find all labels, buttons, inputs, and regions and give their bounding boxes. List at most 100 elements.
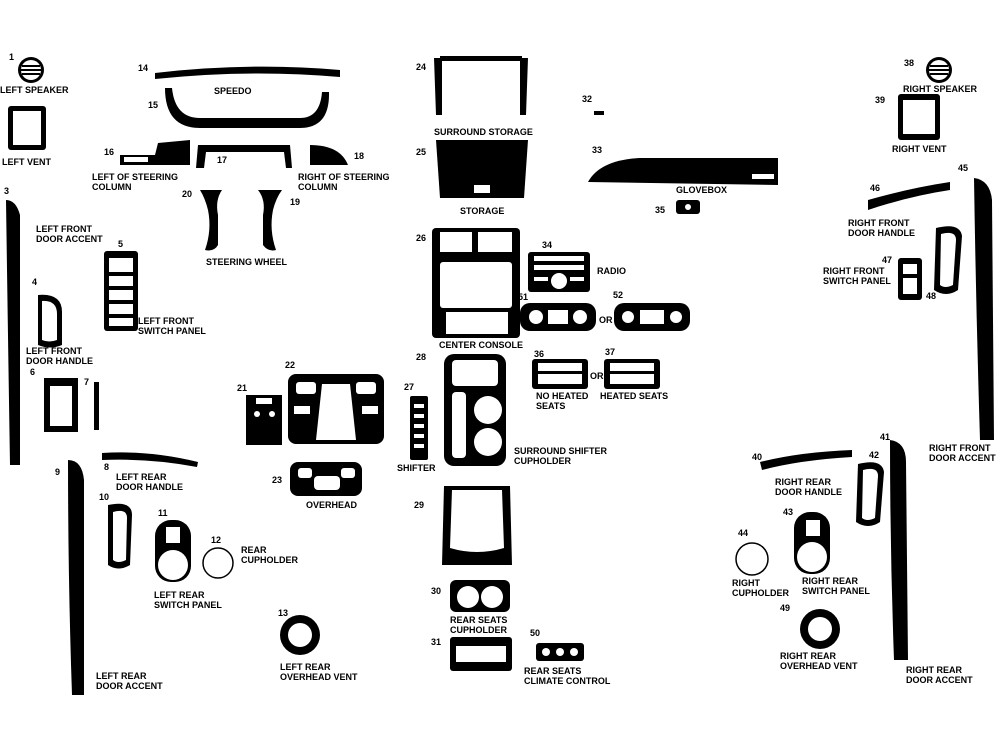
part-42-right-rear-door-handle	[856, 462, 884, 526]
number-30: 30	[431, 586, 442, 596]
label-left-front-switch-panel: LEFT FRONT SWITCH PANEL	[138, 316, 206, 336]
part-10-left-rear-door-handle-trim	[108, 503, 132, 569]
number-29: 29	[414, 500, 425, 510]
part-11-left-rear-switch-panel	[155, 520, 191, 582]
part-34-radio	[528, 252, 590, 292]
number-47: 47	[882, 255, 893, 265]
number-24: 24	[416, 62, 427, 72]
label-right-cupholder: RIGHT CUPHOLDER	[732, 578, 790, 598]
number-20: 20	[182, 189, 193, 199]
part-45-right-front-door-accent	[974, 178, 994, 440]
part-32	[594, 111, 604, 115]
number-42: 42	[869, 450, 880, 460]
label-rear-cupholder: REAR CUPHOLDER	[241, 545, 299, 565]
part-22	[288, 374, 384, 444]
label-right-front-switch-panel: RIGHT FRONT SWITCH PANEL	[823, 266, 891, 286]
label-speedo: SPEEDO	[214, 86, 252, 96]
part-14	[155, 66, 340, 79]
number-32: 32	[582, 94, 593, 104]
part-17	[196, 145, 292, 168]
label-steering-wheel: STEERING WHEEL	[206, 257, 288, 267]
number-7: 7	[84, 377, 90, 387]
label-left-rear-overhead-vent: LEFT REAR OVERHEAD VENT	[280, 662, 358, 682]
part-51	[520, 303, 596, 331]
label-left-of-steering-column: LEFT OF STEERING COLUMN	[92, 172, 179, 192]
label-storage: STORAGE	[460, 206, 505, 216]
number-41: 41	[880, 432, 891, 442]
number-17: 17	[217, 155, 228, 165]
number-43: 43	[783, 507, 794, 517]
part-15-speedo	[165, 88, 330, 128]
label-surround-storage: SURROUND STORAGE	[434, 127, 533, 137]
part-24-surround-storage	[434, 56, 528, 115]
part-48-right-front-door-handle	[934, 226, 962, 294]
number-11: 11	[158, 508, 168, 518]
number-26: 26	[416, 233, 427, 243]
number-34: 34	[542, 240, 553, 250]
number-4: 4	[32, 277, 38, 287]
label-right-rear-switch-panel: RIGHT REAR SWITCH PANEL	[802, 576, 870, 596]
part-7	[94, 382, 99, 430]
part-27-shifter	[410, 396, 428, 460]
part-38-right-speaker	[926, 57, 952, 83]
number-39: 39	[875, 95, 886, 105]
number-21: 21	[237, 383, 248, 393]
number-45: 45	[958, 163, 969, 173]
label-right-of-steering-column: RIGHT OF STEERING COLUMN	[298, 172, 390, 192]
number-6: 6	[30, 367, 36, 377]
number-16: 16	[104, 147, 115, 157]
number-8: 8	[104, 462, 110, 472]
label-center-console: CENTER CONSOLE	[439, 340, 524, 350]
number-36: 36	[534, 349, 545, 359]
label-rear-seats-climate-control: REAR SEATS CLIMATE CONTROL	[524, 666, 611, 686]
number-33: 33	[592, 145, 603, 155]
number-51: 51	[518, 292, 529, 302]
part-3-left-front-door-accent	[6, 200, 20, 465]
part-26-center-console	[432, 228, 520, 338]
part-39-right-vent	[898, 94, 940, 140]
part-9-left-rear-door-accent	[68, 460, 84, 695]
part-47-right-front-switch-panel	[898, 258, 922, 300]
number-15: 15	[148, 100, 159, 110]
number-46: 46	[870, 183, 881, 193]
label-no-heated-seats: NO HEATED SEATS	[536, 391, 589, 411]
part-8-left-rear-door-handle	[102, 452, 198, 467]
part-36-no-heated-seats	[532, 359, 588, 389]
part-6	[44, 378, 78, 432]
number-37: 37	[605, 347, 616, 357]
label-right-front-door-accent: RIGHT FRONT DOOR ACCENT	[929, 443, 996, 463]
part-5-left-front-switch-panel	[104, 251, 138, 331]
number-50: 50	[530, 628, 541, 638]
label-rear-seats-cupholder: REAR SEATS CUPHOLDER	[450, 615, 508, 635]
part-49-right-rear-overhead-vent	[800, 609, 840, 649]
part-4-left-front-door-handle	[38, 294, 62, 348]
part-12-rear-cupholder	[202, 547, 234, 579]
number-31: 31	[431, 637, 442, 647]
label-heated-seats: HEATED SEATS	[600, 391, 669, 401]
label-right-rear-door-handle: RIGHT REAR DOOR HANDLE	[775, 477, 842, 497]
label-right-vent: RIGHT VENT	[892, 144, 947, 154]
number-19: 19	[290, 197, 301, 207]
part-46-right-front-door-handle-strip	[868, 182, 950, 210]
label-or-seats: OR	[590, 371, 604, 381]
label-left-front-door-handle: LEFT FRONT DOOR HANDLE	[26, 346, 93, 366]
number-18: 18	[354, 151, 365, 161]
label-left-front-door-accent: LEFT FRONT DOOR ACCENT	[36, 224, 103, 244]
number-35: 35	[655, 205, 666, 215]
label-right-rear-overhead-vent: RIGHT REAR OVERHEAD VENT	[780, 651, 858, 671]
number-27: 27	[404, 382, 415, 392]
number-12: 12	[211, 535, 222, 545]
part-19-steering-wheel-right	[258, 190, 282, 251]
number-38: 38	[904, 58, 915, 68]
number-28: 28	[416, 352, 427, 362]
label-left-rear-door-handle: LEFT REAR DOOR HANDLE	[116, 472, 183, 492]
part-41-right-rear-door-accent	[890, 440, 908, 660]
number-13: 13	[278, 608, 289, 618]
part-30-rear-seats-cupholder	[450, 580, 510, 612]
number-44: 44	[738, 528, 749, 538]
label-right-speaker: RIGHT SPEAKER	[903, 84, 978, 94]
label-left-vent: LEFT VENT	[2, 157, 51, 167]
part-50-rear-seats-climate-control	[536, 643, 584, 661]
